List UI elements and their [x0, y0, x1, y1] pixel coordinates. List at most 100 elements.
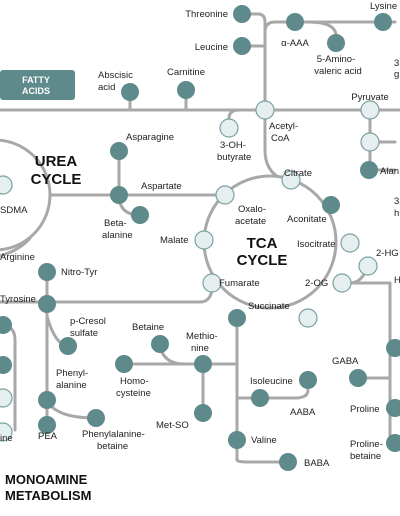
label-acetyl-2: CoA [271, 133, 290, 144]
node-sdma[interactable] [0, 175, 13, 195]
label-alanine-cut: Alan [380, 166, 399, 177]
node-methionine[interactable] [194, 355, 212, 373]
node-pyruvate-right[interactable] [360, 132, 380, 152]
node-phe-betaine[interactable] [87, 409, 105, 427]
node-p-cresol[interactable] [59, 337, 77, 355]
node-aconitate[interactable] [322, 196, 340, 214]
label-beta-alanine-2: alanine [102, 230, 133, 241]
label-beta-alanine-1: Beta- [104, 218, 127, 229]
node-pyruvate[interactable] [360, 100, 380, 120]
node-left-lower[interactable] [0, 388, 13, 408]
node-oh-butyrate[interactable] [219, 118, 239, 138]
label-2og: 2-OG [305, 278, 328, 289]
label-aspartate: Aspartate [141, 181, 182, 192]
label-three-b: 3 [394, 196, 399, 207]
monoamine-title-1: MONOAMINE [5, 472, 88, 487]
node-valine[interactable] [228, 431, 246, 449]
pathway-nodes [0, 5, 400, 471]
node-left-middle[interactable] [0, 356, 12, 374]
urea-cycle-title-2: CYCLE [31, 171, 82, 188]
node-abscisic[interactable] [121, 83, 139, 101]
node-nitro-tyr[interactable] [38, 263, 56, 281]
label-valine: Valine [251, 435, 277, 446]
label-nitro-tyr: Nitro-Tyr [61, 267, 97, 278]
label-proline-betaine-1: Proline- [350, 439, 383, 450]
node-left-bottom[interactable] [0, 422, 13, 442]
node-baba[interactable] [279, 453, 297, 471]
label-phe-betaine-2: betaine [97, 441, 128, 452]
label-isoleucine: Isoleucine [250, 376, 293, 387]
pathway-labels: Threonine Lysine Leucine α-AAA 5-Amino- … [0, 1, 400, 469]
node-succinate[interactable] [228, 309, 246, 327]
node-malate[interactable] [194, 230, 214, 250]
edge-2og-right [340, 281, 392, 352]
node-proline[interactable] [386, 399, 400, 417]
node-homocysteine[interactable] [115, 355, 133, 373]
fatty-acids-box[interactable]: FATTY ACIDS [0, 70, 75, 100]
monoamine-title-2: METABOLISM [5, 488, 91, 503]
label-proline-betaine-2: betaine [350, 451, 381, 462]
label-homocysteine-2: cysteine [116, 388, 151, 399]
node-aaba[interactable] [299, 371, 317, 389]
fatty-acids-line2: ACIDS [22, 86, 50, 96]
label-phenylalanine-2: alanine [56, 380, 87, 391]
label-three-a: 3 [394, 58, 399, 69]
label-amino-valeric-1: 5-Amino- [317, 54, 356, 65]
label-p-cresol-2: sulfate [70, 328, 98, 339]
label-met-so: Met-SO [156, 420, 189, 431]
node-left-upper[interactable] [0, 316, 12, 334]
node-isoleucine[interactable] [251, 389, 269, 407]
label-p-cresol-1: p-Cresol [70, 316, 106, 327]
node-pea[interactable] [38, 416, 56, 434]
node-gaba[interactable] [349, 369, 367, 387]
node-2og[interactable] [332, 273, 352, 293]
edge-alpha-aaa [294, 20, 338, 38]
label-threonine: Threonine [185, 9, 228, 20]
label-ine-cut: ine [0, 433, 13, 444]
node-tyrosine[interactable] [38, 295, 56, 313]
label-fumarate: Fumarate [219, 278, 260, 289]
node-betaine[interactable] [151, 335, 169, 353]
tca-cycle-title-1: TCA [247, 235, 278, 252]
node-met-so[interactable] [194, 404, 212, 422]
node-citrate[interactable] [281, 170, 301, 190]
label-phe-betaine-1: Phenylalanine- [82, 429, 145, 440]
label-three-g: g [394, 69, 399, 80]
node-fumarate[interactable] [202, 273, 222, 293]
node-amino-valeric[interactable] [327, 34, 345, 52]
node-alanine[interactable] [360, 161, 378, 179]
node-carnitine[interactable] [177, 81, 195, 99]
label-oh-butyrate-1: 3-OH- [220, 140, 246, 151]
label-aaba: AABA [290, 407, 316, 418]
node-2hg[interactable] [358, 256, 378, 276]
label-homocysteine-1: Homo- [120, 376, 149, 387]
node-acetyl-coa[interactable] [255, 100, 275, 120]
label-asparagine: Asparagine [126, 132, 174, 143]
node-aspartate[interactable] [110, 186, 128, 204]
node-beta-alanine[interactable] [131, 206, 149, 224]
label-aconitate: Aconitate [287, 214, 327, 225]
node-threonine[interactable] [233, 5, 251, 23]
tca-cycle-title-2: CYCLE [237, 252, 288, 269]
node-isocitrate[interactable] [340, 233, 360, 253]
label-isocitrate: Isocitrate [297, 239, 336, 250]
node-oxaloacetate[interactable] [215, 185, 235, 205]
label-methionine-1: Methio- [186, 331, 218, 342]
node-alpha-aaa[interactable] [286, 13, 304, 31]
label-methionine-2: nine [191, 343, 209, 354]
node-phenylalanine[interactable] [38, 391, 56, 409]
node-proline-betaine[interactable] [386, 434, 400, 452]
label-oxaloacetate-2: acetate [235, 216, 266, 227]
label-2hg: 2-HG [376, 248, 399, 259]
label-carnitine: Carnitine [167, 67, 205, 78]
node-leucine[interactable] [233, 37, 251, 55]
label-oxaloacetate-1: Oxalo- [238, 204, 266, 215]
node-right-edge-upper[interactable] [386, 339, 400, 357]
node-tca-bottom-right[interactable] [298, 308, 318, 328]
edge-threonine [241, 12, 267, 24]
node-asparagine[interactable] [110, 142, 128, 160]
node-lysine[interactable] [374, 13, 392, 31]
label-betaine: Betaine [132, 322, 164, 333]
edge-isoleucine [235, 388, 310, 400]
